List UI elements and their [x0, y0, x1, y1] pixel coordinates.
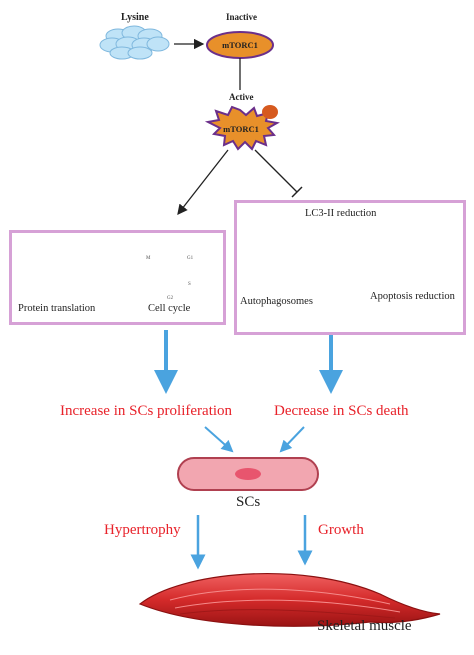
mtorc1-active-label: mTORC1 [223, 124, 259, 134]
inactive-state-label: Inactive [226, 12, 257, 22]
active-state-label: Active [229, 92, 254, 102]
hypertrophy-label: Hypertrophy [104, 522, 181, 538]
autophagosomes-label: Autophagosomes [240, 296, 313, 307]
activator-blob-icon [262, 105, 278, 119]
satellite-cell-nucleus [235, 468, 261, 480]
growth-pathway-box [9, 230, 226, 325]
decrease-death-label: Decrease in SCs death [274, 403, 409, 419]
mtorc1-to-growth-arrow [177, 149, 229, 216]
apoptosis-reduction-label: Apoptosis reduction [370, 291, 455, 302]
lysine-cluster-icon [99, 25, 170, 60]
phase-s-label: S [188, 282, 191, 287]
phase-g2-label: G2 [167, 296, 174, 301]
cell-cycle-label: Cell cycle [148, 303, 191, 314]
skeletal-muscle-icon [138, 572, 441, 627]
mtorc1-inactive-label: mTORC1 [222, 40, 258, 50]
proliferation-to-scs-arrow [204, 426, 234, 453]
scs-label: SCs [236, 494, 261, 510]
phase-m-label: M [146, 256, 151, 261]
phase-g1-label: G1 [187, 256, 194, 261]
death-to-scs-arrow [279, 426, 305, 453]
lc3-reduction-label: LC3-II reduction [305, 208, 377, 219]
inhibition-bar [291, 186, 303, 198]
growth-label: Growth [318, 522, 364, 538]
autophagy-pathway-box [234, 200, 466, 335]
skeletal-muscle-label: Skeletal muscle [317, 618, 412, 634]
mtorc1-inhibits-autophagy-line [254, 149, 298, 193]
protein-translation-label: Protein translation [18, 303, 96, 314]
lysine-label: Lysine [121, 12, 149, 23]
increase-proliferation-label: Increase in SCs proliferation [60, 403, 233, 419]
